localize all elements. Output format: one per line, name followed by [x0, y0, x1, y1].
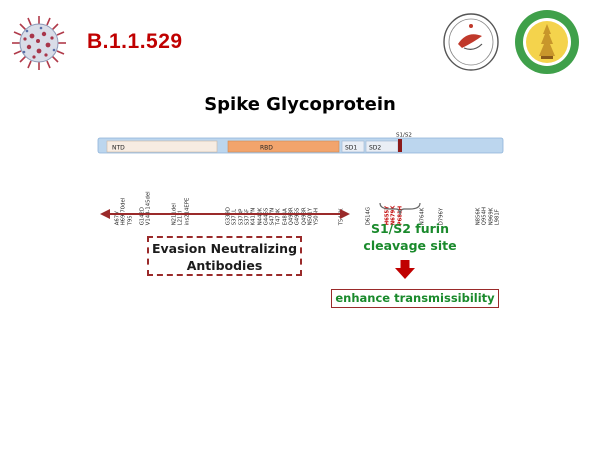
rbd-domain: [227, 140, 340, 153]
sd1-label: SD1: [345, 145, 357, 152]
furin-line-2: cleavage site: [363, 238, 457, 253]
mutation-label: L981F: [495, 165, 511, 225]
furin-bracket: [379, 202, 421, 216]
down-arrow-icon: [395, 260, 415, 279]
furin-line-1: S1/S2 furin: [370, 221, 449, 236]
university-seal-logo: [515, 10, 579, 74]
transmissibility-box: enhance transmissibility: [331, 289, 499, 308]
spike-title: Spike Glycoprotein: [204, 94, 396, 115]
protein-bar-diagram: S1/S2 NTD RBD SD1 SD2: [97, 133, 504, 154]
cleavage-site-marker: [398, 139, 402, 152]
ntd-domain: [106, 140, 218, 153]
ntd-label: NTD: [112, 145, 125, 152]
evasion-line-1: Evasion Neutralizing: [151, 241, 298, 256]
rbd-label: RBD: [260, 145, 273, 152]
sd1-domain: [341, 140, 365, 153]
mutation-text: Q954H: [482, 206, 488, 225]
mutation-label: N764K: [420, 165, 436, 225]
center-seal-logo: [443, 13, 499, 71]
mutation-label: D796Y: [439, 165, 455, 225]
sd2-label: SD2: [369, 145, 381, 152]
cleavage-site-label: S1/S2: [396, 133, 412, 139]
mutation-text: L981F: [494, 208, 501, 225]
virus-logo: [12, 16, 66, 70]
furin-cleavage-text: S1/S2 furin cleavage site: [340, 220, 480, 254]
variant-title: B.1.1.529: [87, 30, 183, 53]
virus-spikes: [12, 16, 66, 70]
evasion-line-2: Antibodies: [186, 258, 263, 273]
evasion-box: Evasion Neutralizing Antibodies: [147, 236, 302, 276]
evasion-span-arrow: [100, 209, 350, 219]
